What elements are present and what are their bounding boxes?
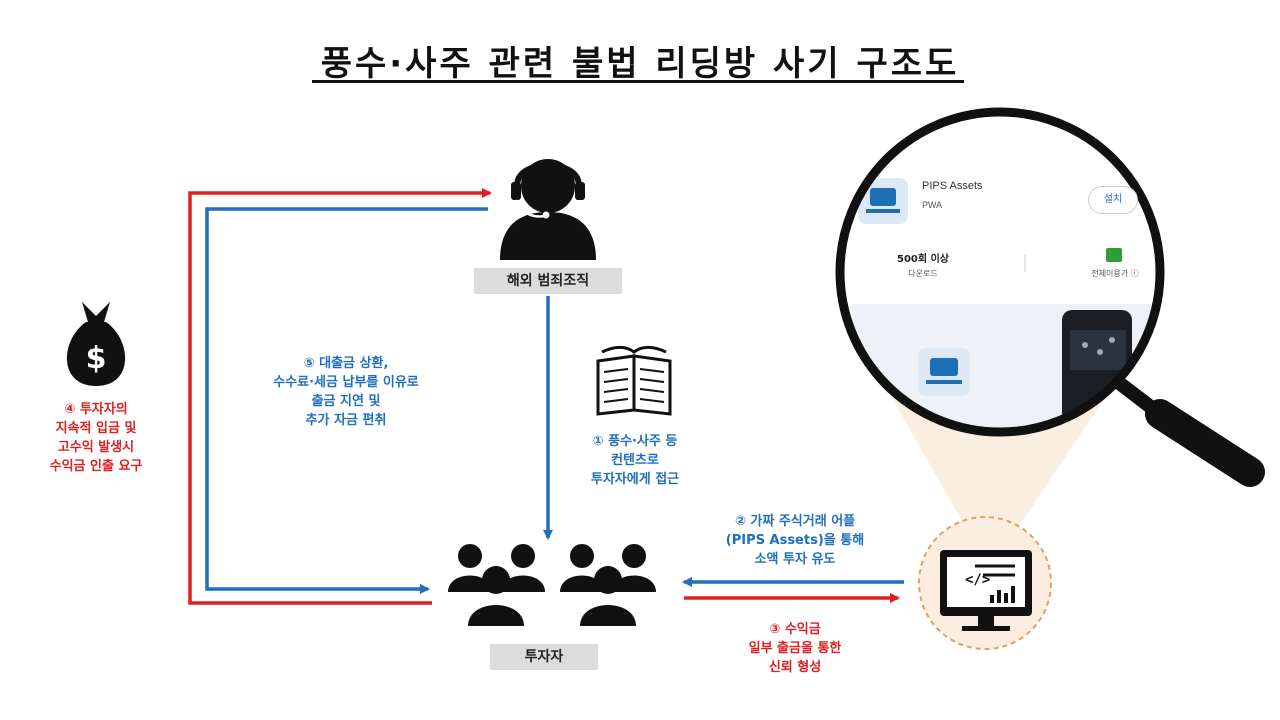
money-bag-icon: $ — [66, 302, 126, 386]
org-label: 해외 범죄조직 — [474, 268, 622, 294]
step3-note: ③ 수익금 일부 출금을 통한 신뢰 형성 — [748, 622, 842, 675]
title-underline — [312, 80, 964, 83]
app-store-screenshot — [840, 112, 1160, 432]
open-book-icon — [596, 346, 672, 416]
code-monitor-icon: </> — [918, 516, 1052, 650]
rating-label: 전체이용가 ⓘ — [1091, 269, 1139, 278]
step1-note: ① 풍수·사주 등 컨텐츠로 투자자에게 접근 — [590, 434, 680, 487]
magnifier-lens-ring — [835, 107, 1165, 437]
app-name: PIPS Assets — [922, 180, 983, 192]
investor-label: 투자자 — [490, 644, 598, 670]
red-loop-arrow — [188, 188, 492, 605]
install-button[interactable]: 설치 — [1088, 186, 1138, 214]
step5-note: ⑤ 대출금 상환, 수수료·세금 납부를 이유로 출금 지연 및 추가 자금 편… — [273, 356, 419, 428]
step2-note: ② 가짜 주식거래 어플 (PIPS Assets)을 통해 소액 투자 유도 — [725, 514, 865, 567]
diagram-title: 풍수·사주 관련 불법 리딩방 사기 구조도 — [320, 44, 960, 84]
headset-operator-icon — [500, 159, 596, 260]
downloads-label: 다운로드 — [908, 269, 938, 278]
investor-group-icon — [448, 544, 656, 626]
downloads-count: 500회 이상 — [897, 254, 949, 265]
svg-text:$: $ — [86, 341, 107, 376]
blue-loop-arrow — [205, 207, 488, 594]
app-publisher: PWA — [922, 200, 943, 210]
step4-note: ④ 투자자의 지속적 입금 및 고수익 발생시 수익금 인출 요구 — [49, 402, 143, 474]
magnifier-icon — [1111, 375, 1265, 487]
